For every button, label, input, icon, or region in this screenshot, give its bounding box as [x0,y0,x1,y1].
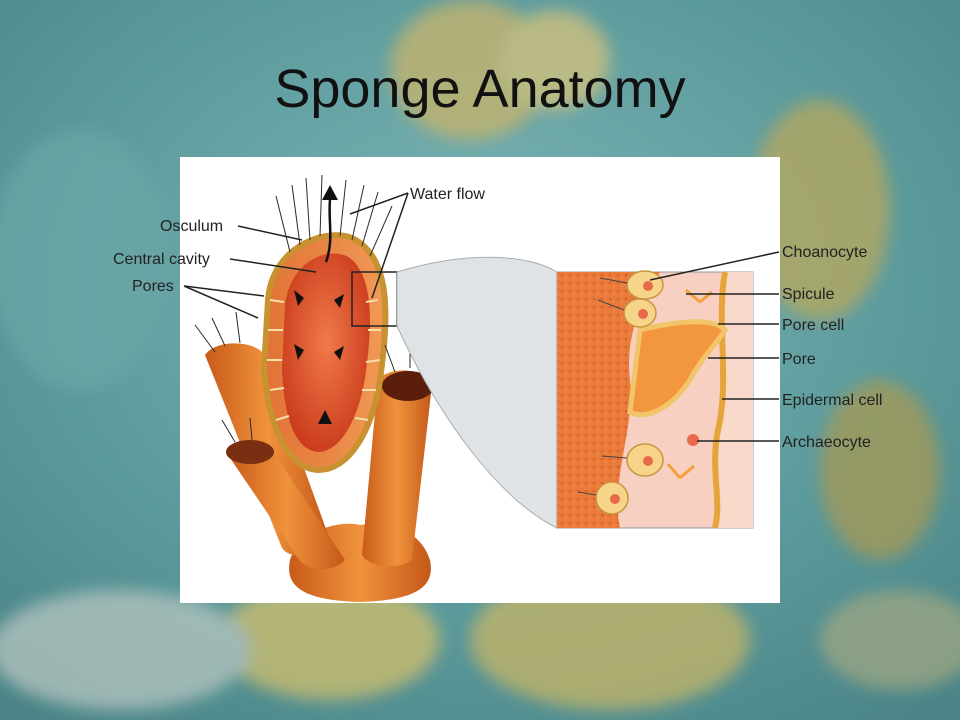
label-pore: Pore [782,351,816,368]
label-archaeocyte: Archaeocyte [782,434,871,451]
sponge-illustration [194,174,439,602]
label-epidermal-cell: Epidermal cell [782,392,882,409]
label-spicule: Spicule [782,286,835,303]
label-choanocyte: Choanocyte [782,244,867,261]
label-pore-cell: Pore cell [782,317,844,334]
slide-title: Sponge Anatomy [274,59,686,119]
cross-section-illustration [556,270,754,529]
label-pores: Pores [132,278,174,295]
zoom-connector [396,256,558,529]
label-osculum: Osculum [160,218,223,235]
leader-lines [183,192,780,442]
label-central-cavity: Central cavity [113,251,210,268]
label-water-flow: Water flow [410,186,485,203]
